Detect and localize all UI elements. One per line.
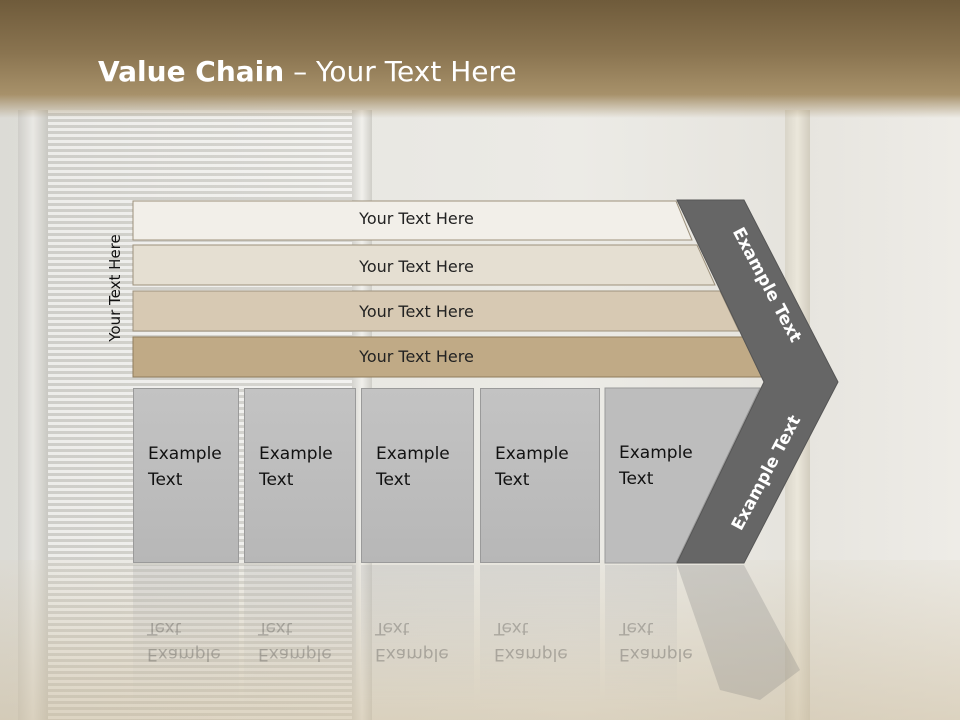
chevron-reflection (677, 565, 800, 700)
floor-area (0, 560, 960, 720)
box-5-reflection: Example Text (605, 565, 693, 705)
box-4[interactable]: Example Text (480, 388, 600, 563)
box-4-reflection-text: Example Text (494, 618, 568, 664)
title-rest: – Your Text Here (284, 55, 517, 88)
box-1-reflection-text: Example Text (147, 618, 221, 664)
bar-2-shape[interactable] (132, 244, 716, 286)
box-5-shape[interactable] (604, 387, 761, 564)
box-1-label: Example Text (148, 444, 222, 490)
box-2-reflection-text: Example Text (258, 618, 332, 664)
box-3-label: Example Text (376, 444, 450, 490)
title-bold: Value Chain (98, 55, 285, 88)
box-3-reflection-text: Example Text (375, 618, 449, 664)
box-4-reflection: Example Text (480, 565, 600, 705)
bar-2-label: Your Text Here (359, 257, 474, 276)
box-5-reflection-text: Example Text (619, 618, 693, 664)
slide-title[interactable]: Value Chain – Your Text Here (98, 55, 517, 88)
box-1-reflection: Example Text (133, 565, 239, 705)
box-3-reflection: Example Text (361, 565, 474, 705)
box-2-reflection: Example Text (244, 565, 356, 705)
bar-1-shape[interactable] (132, 200, 693, 241)
box-3[interactable]: Example Text (361, 388, 474, 563)
box-2[interactable]: Example Text (244, 388, 356, 563)
box-2-label: Example Text (259, 444, 333, 490)
bar-3-shape[interactable] (132, 290, 740, 332)
title-bar (0, 0, 960, 118)
bar-1-label: Your Text Here (359, 209, 474, 228)
bar-4-label: Your Text Here (359, 347, 474, 366)
box-1[interactable]: Example Text (133, 388, 239, 563)
bar-3-label: Your Text Here (359, 302, 474, 321)
box-4-label: Example Text (495, 444, 569, 490)
chevron-shape[interactable] (676, 199, 839, 564)
box-5-label: Example Text (619, 443, 693, 489)
